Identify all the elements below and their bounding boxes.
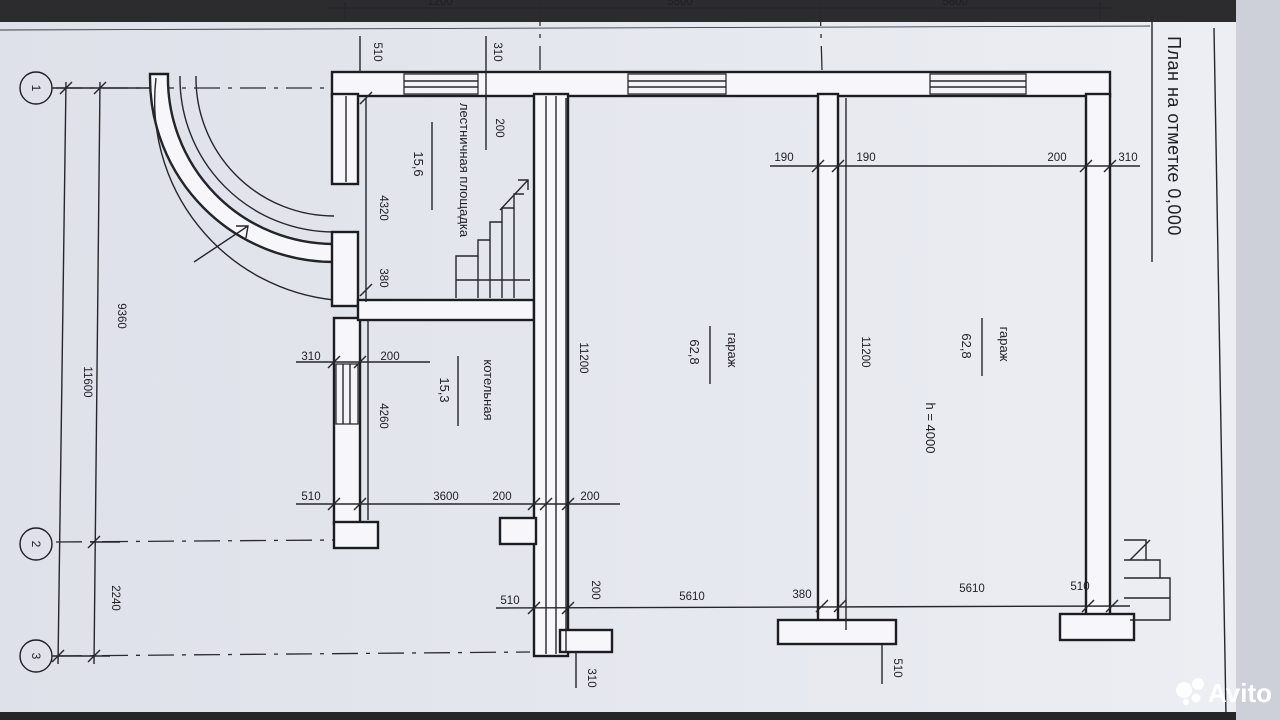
svg-text:1: 1 [29,85,43,92]
paper-sheet [0,18,1238,716]
right-desk-strip [1236,0,1280,720]
room-stair-landing-name: лестничная площадка [457,103,472,238]
avito-logo-icon [1176,678,1204,705]
sheet-frame-line [0,25,1151,31]
dim-200-boiler: 200 [380,351,399,363]
avito-watermark: Avito [1176,678,1272,708]
dim-310-east: 310 [1118,152,1137,164]
dim-top-strip-2: 5800 [667,0,693,8]
dim-510-bottom-left: 510 [500,595,519,607]
bottom-dark-band [0,712,1280,720]
room-boiler: котельная 15,3 [437,356,496,426]
plan-title-text: План на отметке 0,000 [1164,36,1184,236]
dim-510-bottom-right: 510 [1070,581,1089,593]
window-north-2 [627,73,727,95]
wall-stair-west-lower [330,230,360,308]
dim-190-b: 190 [856,152,875,164]
room-garage-1-area: 62,8 [687,339,702,364]
dim-510-bottom-end: 510 [891,658,903,677]
dim-510-mid: 510 [301,491,320,503]
dim-310-boiler: 310 [301,351,320,363]
dim-5610-a: 5610 [679,591,705,603]
dim-top-left-stub: 510 [371,42,383,61]
top-dark-band [0,0,1280,22]
room-stair-landing: лестничная площадка 15,6 [411,103,472,238]
dim-3600: 3600 [433,491,459,503]
window-north-3 [929,73,1027,95]
dim-190-a: 190 [774,152,793,164]
dim-4260: 4260 [377,403,389,429]
room-boiler-area: 15,3 [437,377,452,402]
window-north-1 [403,73,479,95]
svg-text:3: 3 [29,653,43,660]
dim-310-bottom-end: 310 [585,668,597,687]
room-garage-1-name: гараж [725,333,740,368]
wall-between-garages [816,92,840,624]
room-boiler-name: котельная [481,359,496,420]
dim-5610-b: 5610 [959,583,985,595]
left-dimension-chains: 9360 11600 2240 [51,81,150,665]
avito-brand-text: Avito [1208,678,1272,708]
dim-top-strip-1: 1200 [427,0,453,8]
dim-200-bottom: 200 [589,580,601,599]
inner-stair [455,179,530,298]
dim-11200-garage-1: 11200 [577,342,589,373]
window-boiler-west [335,363,359,425]
dim-200-stair: 200 [493,118,505,137]
dimension-labels: 510 310 200 4320 380 310 200 4260 510 36… [301,42,1137,687]
dim-200-east: 200 [1047,152,1066,164]
dim-11600: 11600 [81,366,93,397]
plan-title: План на отметке 0,000 [1151,16,1184,262]
east-entrance-steps [1124,539,1171,621]
dim-11200-garage-2: 11200 [859,336,871,367]
axis-marker-2: 2 [19,527,53,561]
wall-east [1084,92,1112,620]
wall-partition-stair-boiler [356,298,536,322]
wall-stair-west-upper [330,92,360,186]
sheet-border-line [1213,27,1227,717]
axis-line-3 [55,651,531,657]
interior-dimension-lines [296,36,1140,688]
dim-9360: 9360 [115,303,127,329]
dim-2240: 2240 [109,585,121,611]
room-garage-2-name: гараж [997,327,1012,362]
dim-380-partition: 380 [377,268,389,287]
room-stair-landing-area: 15,6 [411,151,426,176]
dim-380-bottom: 380 [792,589,811,601]
dim-4320: 4320 [377,195,389,221]
dim-top-mid-stub: 310 [491,42,503,61]
dim-200-mid-a: 200 [492,491,511,503]
wall-garage-1-west [532,92,570,658]
dim-top-strip-3: 5800 [942,0,968,8]
room-garage-1: гараж 62,8 [687,326,740,384]
room-garage-2-height: h = 4000 [923,403,938,454]
svg-text:2: 2 [29,541,43,548]
room-garage-2: гараж 62,8 h = 4000 [923,318,1012,453]
room-garage-2-area: 62,8 [959,333,974,358]
dim-200-mid-b: 200 [580,491,599,503]
